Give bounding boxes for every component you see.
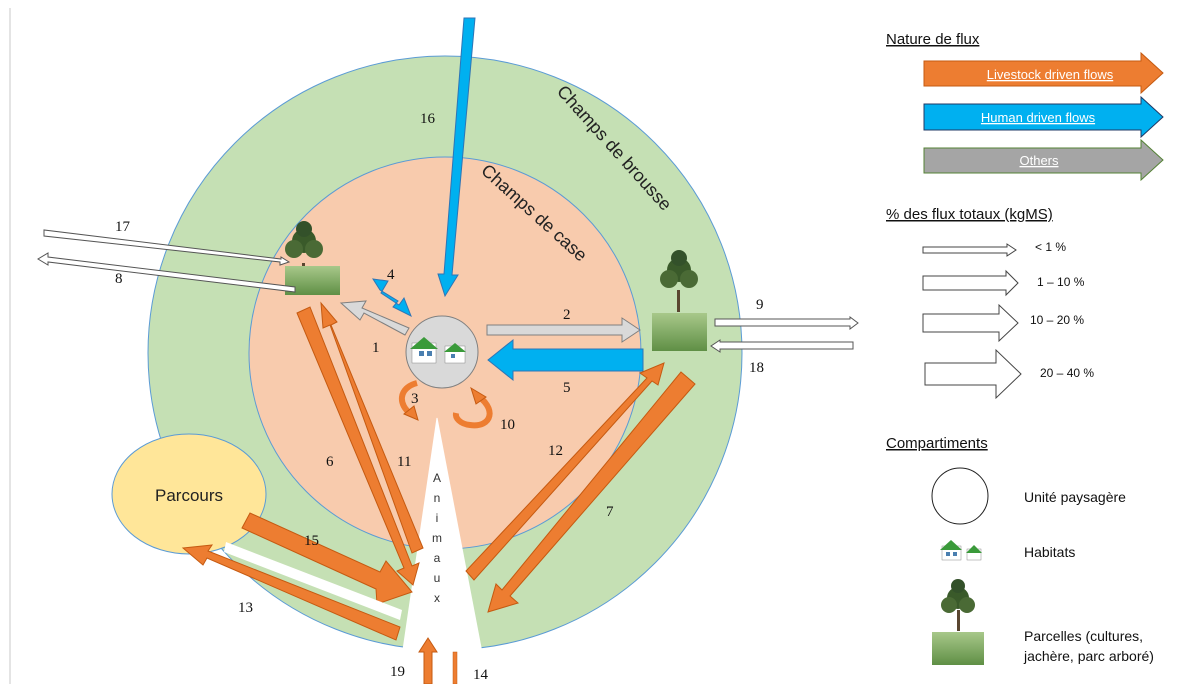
flow-white-parcours-band <box>224 542 402 620</box>
flow-label-17: 17 <box>115 219 131 235</box>
legend-parcel-label-1: Parcelles (cultures, <box>1024 628 1143 644</box>
flow-label-9: 9 <box>756 297 764 313</box>
flow-8-arrow <box>37 252 296 293</box>
flow-label-11: 11 <box>397 454 411 470</box>
parcel-left-icon <box>285 221 340 295</box>
legend-pct-label-2: 1 – 10 % <box>1037 275 1085 289</box>
habitat-center-node <box>405 315 479 389</box>
legend-habitat-label: Habitats <box>1024 544 1075 560</box>
flow-2-arrow <box>486 317 641 343</box>
animaux-letter: a <box>434 551 441 565</box>
flow-label-13: 13 <box>238 600 253 616</box>
flow-label-14: 14 <box>473 667 489 683</box>
flow-19-arrow <box>418 637 438 684</box>
flow-label-5: 5 <box>563 380 571 396</box>
flow-4-arrow <box>372 278 412 318</box>
legend-nature-title: Nature de flux <box>886 31 980 48</box>
flow-label-18: 18 <box>749 360 764 376</box>
flow-12-arrow <box>465 362 665 581</box>
legend-pct-arrow-4 <box>924 348 1022 400</box>
flow-label-4: 4 <box>387 267 395 283</box>
legend-pct-arrow-2 <box>922 269 1019 297</box>
animaux-letter: u <box>434 571 441 585</box>
legend-habitat-icon <box>940 540 982 561</box>
animaux-letter: m <box>432 531 442 545</box>
legend-parcel-icon <box>932 579 984 665</box>
flow-label-2: 2 <box>563 307 571 323</box>
flow-6-arrow <box>296 306 420 586</box>
legend-pct-label-1: < 1 % <box>1035 240 1066 254</box>
flow-15-arrow <box>241 512 413 605</box>
flow-11-arrow <box>320 301 424 554</box>
parcel-right-icon <box>652 250 707 351</box>
flow-label-19: 19 <box>390 664 405 680</box>
flow-label-15: 15 <box>304 533 319 549</box>
legend-pct-arrow-3 <box>922 303 1019 343</box>
flow-label-12: 12 <box>548 443 563 459</box>
flow-13-arrow <box>181 544 401 641</box>
parcours-zone <box>111 433 267 555</box>
flow-10-arrowhead <box>470 386 487 405</box>
legend-pct-title: % des flux totaux (kgMS) <box>886 206 1053 223</box>
legend-livestock-arrow <box>923 51 1164 95</box>
legend-others-arrow <box>923 138 1164 182</box>
habitat-icon <box>410 337 466 364</box>
flow-label-6: 6 <box>326 454 334 470</box>
legend-human-arrow <box>923 95 1164 139</box>
flow-5-arrow <box>487 338 644 382</box>
flow-7-arrow <box>487 371 696 613</box>
flow-14-arrow <box>452 651 458 684</box>
legend-unit-label: Unité paysagère <box>1024 489 1126 505</box>
flow-16-arrow <box>437 17 476 298</box>
flow-9-arrow <box>714 316 859 330</box>
animaux-letter: x <box>434 591 440 605</box>
flow-label-7: 7 <box>606 504 614 520</box>
animaux-letter: i <box>436 511 439 525</box>
flow-label-16: 16 <box>420 111 436 127</box>
legend: Nature de flux Livestock driven flows Hu… <box>886 31 1164 665</box>
legend-unit-circle <box>931 467 989 525</box>
flow-label-1: 1 <box>372 340 380 356</box>
legend-others-label: Others <box>1019 153 1059 168</box>
flow-1-arrow <box>339 300 410 336</box>
parcours-label: Parcours <box>155 486 223 505</box>
animaux-label: A n i m a u x <box>432 471 442 605</box>
legend-pct-label-3: 10 – 20 % <box>1030 313 1084 327</box>
flow-label-10: 10 <box>500 417 515 433</box>
flow-3-arrowhead <box>403 405 419 421</box>
legend-pct-arrow-1 <box>922 243 1017 257</box>
animaux-letter: n <box>434 491 441 505</box>
legend-human-label: Human driven flows <box>981 110 1096 125</box>
flow-18-arrow <box>710 339 854 353</box>
legend-livestock-label: Livestock driven flows <box>987 67 1114 82</box>
flow-label-3: 3 <box>411 391 419 407</box>
legend-pct-label-4: 20 – 40 % <box>1040 366 1094 380</box>
legend-parcel-label-2: jachère, parc arboré) <box>1023 648 1154 664</box>
animaux-letter: A <box>433 471 441 485</box>
legend-comp-title: Compartiments <box>886 435 988 452</box>
flow-label-8: 8 <box>115 271 123 287</box>
flow-17-arrow <box>43 229 291 266</box>
flow-10-loop <box>452 391 493 429</box>
